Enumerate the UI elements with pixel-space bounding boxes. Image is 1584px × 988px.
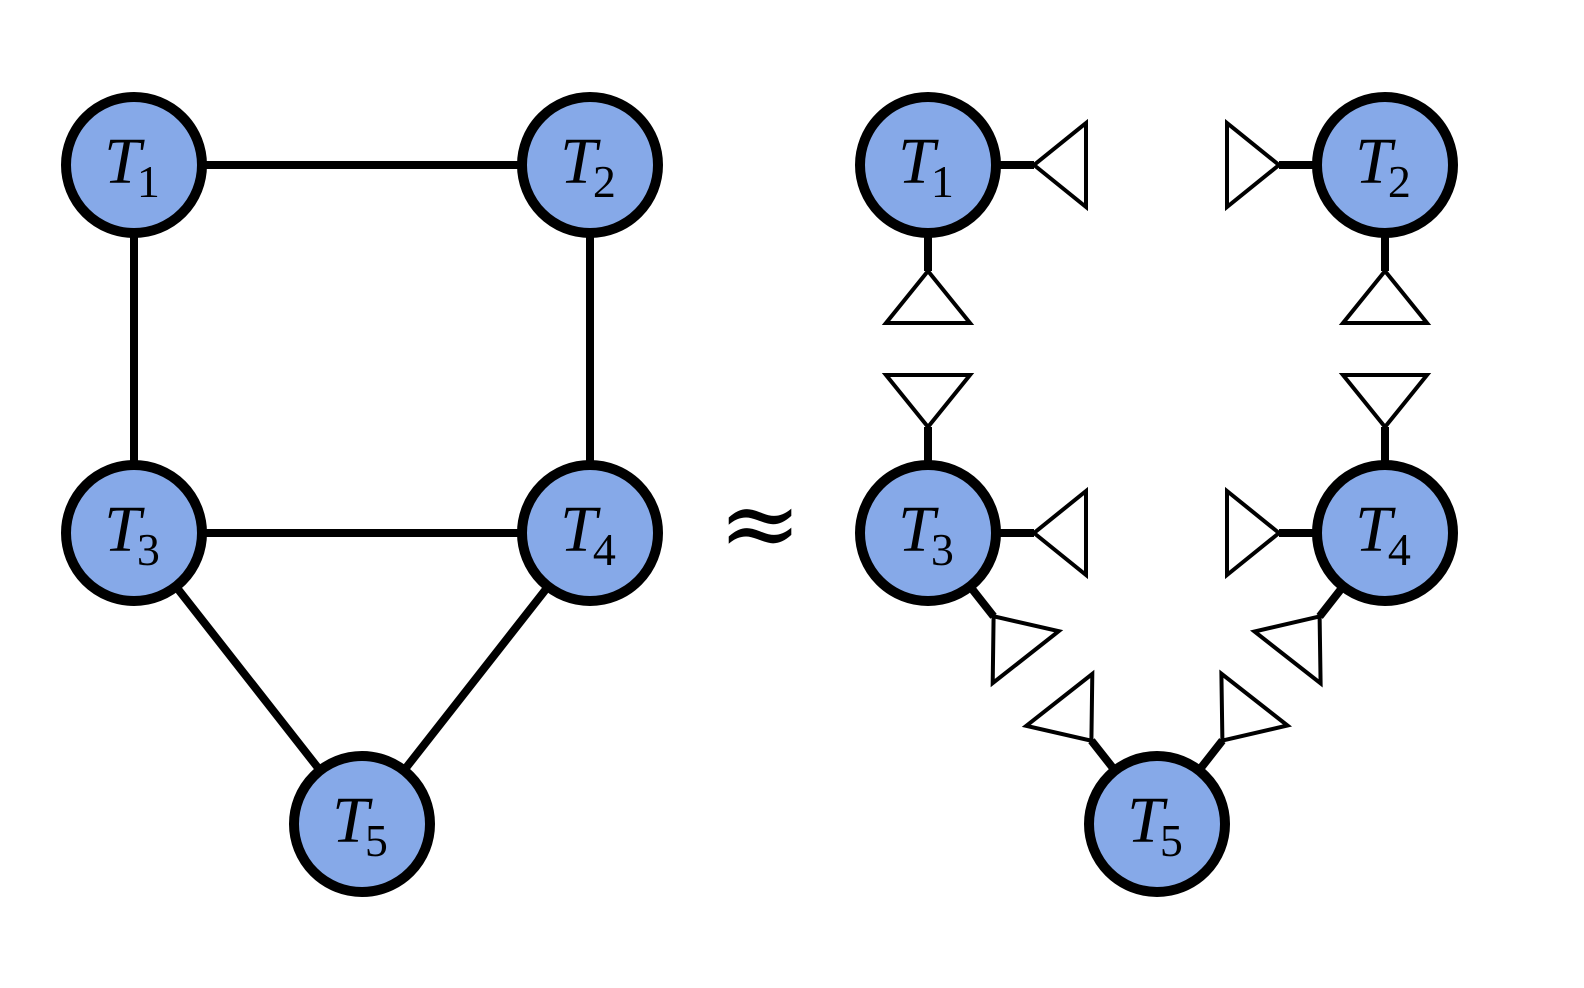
node-t2: T2 <box>1312 92 1458 238</box>
bond-t2-to-t1 <box>1225 118 1319 212</box>
node-label-letter: T <box>1127 784 1168 857</box>
node-label: T1 <box>104 125 160 207</box>
node-t1: T1 <box>855 92 1001 238</box>
bond-t3-to-t4 <box>994 486 1088 580</box>
node-circle <box>855 460 1001 606</box>
node-label-subscript: 3 <box>931 524 954 575</box>
bond-t4-to-t2 <box>1338 373 1432 467</box>
node-circle <box>1084 751 1230 897</box>
bond-triangle <box>881 373 975 431</box>
bond-t3-to-t1 <box>881 373 975 467</box>
node-label-letter: T <box>104 125 145 198</box>
bond-t1-to-t3 <box>881 231 975 325</box>
node-label-subscript: 2 <box>1388 156 1411 207</box>
bond-triangle <box>1030 486 1088 580</box>
node-label: T1 <box>898 125 954 207</box>
bond-t4-to-t3 <box>1225 486 1319 580</box>
node-label: T2 <box>560 125 616 207</box>
factorized-graph-bonds <box>881 118 1432 775</box>
bond-triangle <box>1338 267 1432 325</box>
bond-triangle <box>1225 118 1283 212</box>
node-circle <box>289 751 435 897</box>
node-t4: T4 <box>517 460 663 606</box>
node-t3: T3 <box>855 460 1001 606</box>
node-circle <box>61 92 207 238</box>
approx-symbol: ≈ <box>718 465 802 582</box>
node-label-letter: T <box>1355 493 1396 566</box>
node-label: T3 <box>104 493 160 575</box>
bond-t5-to-t4 <box>1194 669 1293 775</box>
node-label-subscript: 5 <box>1160 815 1183 866</box>
bond-t1-to-t2 <box>994 118 1088 212</box>
node-label-subscript: 2 <box>593 156 616 207</box>
node-t2: T2 <box>517 92 663 238</box>
node-circle <box>855 92 1001 238</box>
node-label-subscript: 4 <box>1388 524 1411 575</box>
bond-triangle <box>990 613 1064 688</box>
node-circle <box>1312 92 1458 238</box>
node-label-letter: T <box>898 125 939 198</box>
node-label: T5 <box>332 784 388 866</box>
bond-t2-to-t4 <box>1338 231 1432 325</box>
node-label-letter: T <box>104 493 145 566</box>
node-label: T4 <box>560 493 616 575</box>
node-circle <box>1312 460 1458 606</box>
node-t4: T4 <box>1312 460 1458 606</box>
node-label-letter: T <box>332 784 373 857</box>
bond-triangle <box>1338 373 1432 431</box>
bond-triangle <box>1219 669 1293 744</box>
node-t5: T5 <box>1084 751 1230 897</box>
node-label-subscript: 1 <box>931 156 954 207</box>
original-graph-edges <box>130 161 594 827</box>
node-t3: T3 <box>61 460 207 606</box>
node-label-subscript: 5 <box>365 815 388 866</box>
bond-t5-to-t3 <box>1021 669 1120 775</box>
bond-triangle <box>1030 118 1088 212</box>
node-t5: T5 <box>289 751 435 897</box>
node-label-letter: T <box>1355 125 1396 198</box>
node-label-letter: T <box>560 125 601 198</box>
node-circle <box>61 460 207 606</box>
bond-triangle <box>1021 669 1095 744</box>
node-label: T5 <box>1127 784 1183 866</box>
bond-triangle <box>881 267 975 325</box>
bond-t3-to-t5 <box>965 582 1064 688</box>
node-circle <box>517 92 663 238</box>
bond-triangle <box>1249 613 1323 688</box>
node-label-subscript: 1 <box>137 156 160 207</box>
node-label-subscript: 4 <box>593 524 616 575</box>
bond-t4-to-t5 <box>1249 582 1348 688</box>
node-label: T3 <box>898 493 954 575</box>
node-label: T4 <box>1355 493 1411 575</box>
node-t1: T1 <box>61 92 207 238</box>
node-circle <box>517 460 663 606</box>
node-label-letter: T <box>898 493 939 566</box>
node-label-subscript: 3 <box>137 524 160 575</box>
bond-triangle <box>1225 486 1283 580</box>
node-label-letter: T <box>560 493 601 566</box>
node-label: T2 <box>1355 125 1411 207</box>
